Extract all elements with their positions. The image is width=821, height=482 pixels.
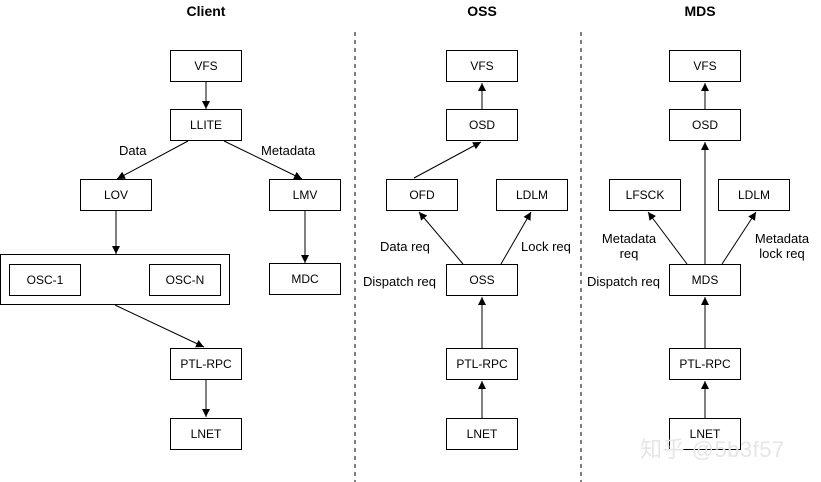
arrow-mds-mds-ldlm bbox=[721, 211, 757, 265]
column-title-client: Client bbox=[186, 3, 226, 19]
client-lnet-box: LNET bbox=[170, 418, 242, 450]
client-ptlrpc-box: PTL-RPC bbox=[170, 348, 242, 380]
oss-lnet-box: LNET bbox=[446, 418, 518, 450]
column-title-mds: MDS bbox=[684, 3, 716, 19]
oss-label-data-req: Data req bbox=[380, 239, 430, 254]
client-lmv-box: LMV bbox=[269, 179, 341, 211]
oss-vfs-box: VFS bbox=[446, 50, 518, 82]
arrow-osc-ptlrpc bbox=[114, 304, 205, 348]
mds-lnet-box: LNET bbox=[669, 418, 741, 450]
client-mdc-box: MDC bbox=[269, 263, 341, 295]
mds-ldlm-box: LDLM bbox=[718, 179, 790, 211]
mds-label-metadata-lock-req: Metadata lock req bbox=[755, 231, 809, 261]
mds-lfsck-box: LFSCK bbox=[609, 179, 681, 211]
mds-mds-box: MDS bbox=[669, 264, 741, 296]
client-label-data: Data bbox=[119, 143, 147, 158]
arrow-oss-ofd-osd bbox=[413, 141, 482, 179]
watermark-text: 知乎 @5b3f57 bbox=[640, 437, 785, 462]
oss-ldlm-box: LDLM bbox=[496, 179, 568, 211]
mds-osd-box: OSD bbox=[669, 109, 741, 141]
client-lov-box: LOV bbox=[80, 179, 152, 211]
oss-label-lock-req: Lock req bbox=[521, 239, 571, 254]
mds-label-dispatch-req: Dispatch req bbox=[587, 274, 660, 289]
mds-label-metadata-lock-req-line2: lock req bbox=[759, 246, 805, 261]
mds-ptlrpc-box: PTL-RPC bbox=[669, 348, 741, 380]
oss-ptlrpc-box: PTL-RPC bbox=[446, 348, 518, 380]
arrow-mds-mds-lfsck bbox=[647, 211, 688, 265]
mds-label-metadata-req-line2: req bbox=[619, 246, 639, 261]
oss-label-dispatch-req: Dispatch req bbox=[363, 274, 436, 289]
oss-oss-box: OSS bbox=[446, 264, 518, 296]
column-title-oss: OSS bbox=[467, 3, 497, 19]
mds-vfs-box: VFS bbox=[669, 50, 741, 82]
oss-ofd-box: OFD bbox=[386, 179, 458, 211]
client-llite-box: LLITE bbox=[170, 109, 242, 141]
mds-label-metadata-req-line1: Metadata bbox=[601, 231, 657, 246]
client-vfs-box: VFS bbox=[170, 50, 242, 82]
oss-osd-box: OSD bbox=[446, 109, 518, 141]
arrow-oss-oss-ofd bbox=[418, 211, 464, 265]
client-osc-n-box: OSC-N bbox=[149, 264, 221, 296]
mds-label-metadata-req: Metadata req bbox=[602, 231, 656, 261]
arrow-oss-oss-ldlm bbox=[500, 211, 532, 265]
arrow-llite-lov bbox=[116, 140, 189, 180]
mds-label-metadata-lock-req-line1: Metadata bbox=[754, 231, 810, 246]
client-label-metadata: Metadata bbox=[261, 143, 316, 158]
client-osc-1-box: OSC-1 bbox=[9, 264, 81, 296]
arrow-llite-lmv bbox=[223, 140, 303, 180]
